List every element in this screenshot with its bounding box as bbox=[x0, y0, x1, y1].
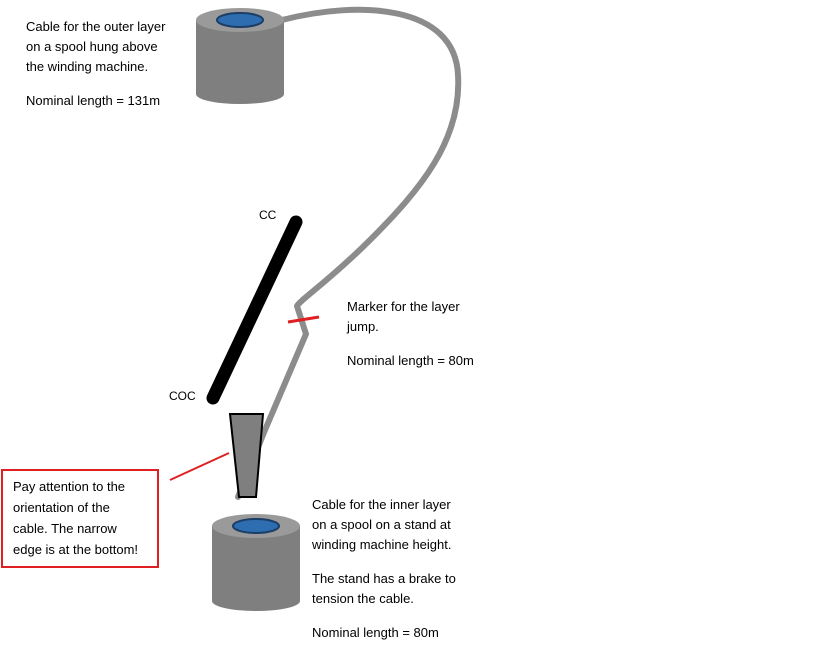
outer-spool-description: Cable for the outer layer on a spool hun… bbox=[26, 17, 165, 111]
note-line-2: orientation of the bbox=[13, 500, 110, 515]
inner-line-1: Cable for the inner layer bbox=[312, 497, 451, 512]
note-pointer-line bbox=[169, 452, 230, 481]
marker-description: Marker for the layer jump. Nominal lengt… bbox=[347, 297, 474, 371]
inner-length: Nominal length = 80m bbox=[312, 625, 439, 640]
outer-line-3: the winding machine. bbox=[26, 59, 149, 74]
spool-body bbox=[212, 526, 300, 601]
spool-bottom bbox=[196, 84, 284, 104]
outer-line-1: Cable for the outer layer bbox=[26, 19, 166, 34]
note-line-4: edge is at the bottom! bbox=[13, 542, 139, 557]
cable-cross-section bbox=[228, 413, 265, 498]
spool-bottom bbox=[212, 591, 300, 611]
outer-length: Nominal length = 131m bbox=[26, 93, 161, 108]
brake-line-2: tension the cable. bbox=[312, 591, 414, 606]
spool-core bbox=[232, 518, 280, 534]
coil-bar bbox=[206, 215, 303, 405]
inner-line-2: on a spool on a stand at bbox=[312, 517, 451, 532]
spool-body bbox=[196, 20, 284, 94]
cc-label: CC bbox=[259, 208, 277, 222]
layer-jump-marker bbox=[287, 315, 320, 324]
marker-length: Nominal length = 80m bbox=[347, 353, 474, 368]
inner-layer-spool bbox=[212, 514, 300, 611]
outer-line-2: on a spool hung above bbox=[26, 39, 158, 54]
marker-line-2: jump. bbox=[347, 319, 379, 334]
coc-label: COC bbox=[169, 389, 196, 403]
marker-line-1: Marker for the layer bbox=[347, 299, 460, 314]
orientation-warning-box: Pay attention to the orientation of the … bbox=[1, 469, 159, 568]
inner-spool-description: Cable for the inner layer on a spool on … bbox=[312, 495, 456, 643]
note-line-1: Pay attention to the bbox=[13, 479, 126, 494]
outer-layer-spool bbox=[196, 8, 284, 104]
note-line-3: cable. The narrow bbox=[13, 521, 117, 536]
inner-line-3: winding machine height. bbox=[312, 537, 452, 552]
brake-line-1: The stand has a brake to bbox=[312, 571, 456, 586]
spool-core bbox=[216, 12, 264, 28]
cable-path bbox=[235, 6, 462, 500]
